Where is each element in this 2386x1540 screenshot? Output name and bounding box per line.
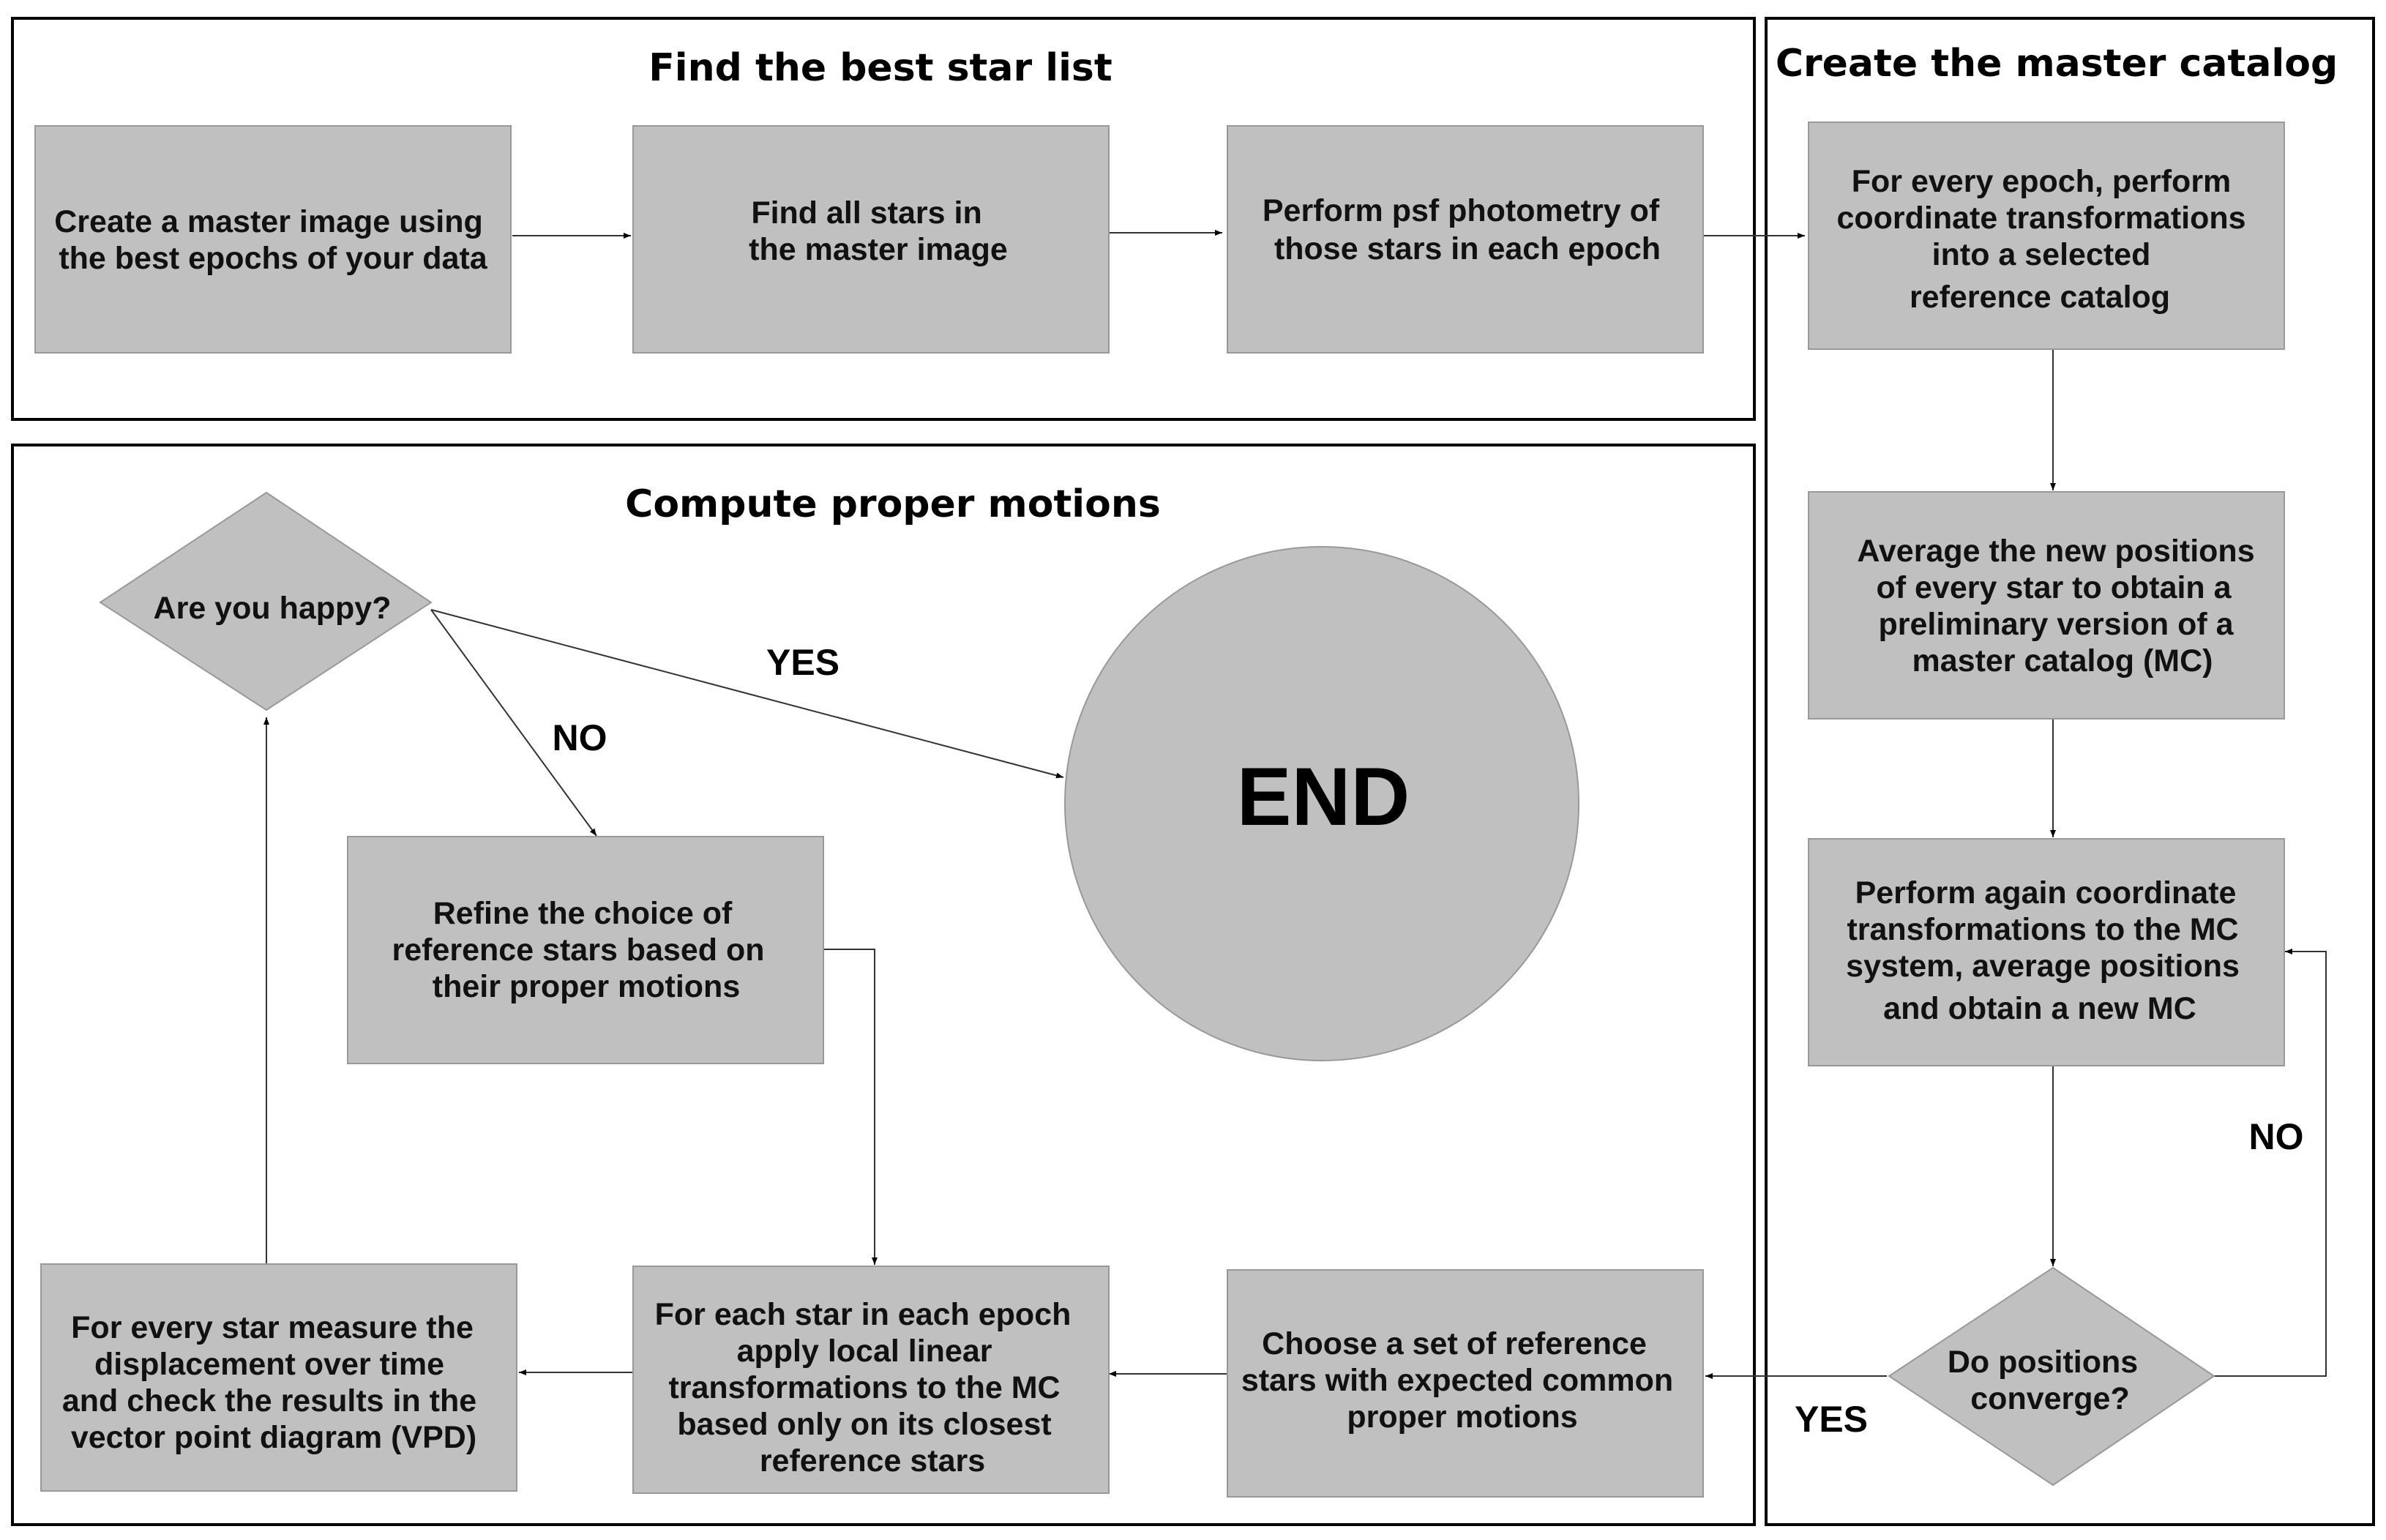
section-master-catalog: Create the master catalog — [1765, 17, 2375, 1526]
step-perform-again-line: system, average positions — [1846, 949, 2240, 984]
step-local-linear-line: based only on its closest — [677, 1407, 1051, 1442]
decision-happy: Are you happy? — [99, 491, 433, 711]
decision-happy-text: Are you happy? — [154, 591, 392, 626]
step-find-stars-line: Find all stars in — [751, 195, 981, 231]
step-average-positions-box — [1808, 491, 2285, 719]
step-find-stars-text: Find all stars in the master image — [749, 195, 1008, 267]
arrow-converge-no-loop — [2214, 949, 2327, 1377]
step-master-image-line: the best epochs of your data — [59, 241, 487, 276]
section-proper-motions: Compute proper motions — [11, 444, 1756, 1526]
arrow-happy-yes-to-end — [430, 609, 1064, 779]
arrow-refine-to-local-linear — [822, 949, 878, 1265]
step-choose-reference-line: stars with expected common — [1241, 1363, 1673, 1398]
step-coord-transform-line: reference catalog — [1910, 280, 2170, 315]
section-frame-proper-motions — [11, 444, 1756, 1526]
step-average-positions-line: master catalog (MC) — [1912, 643, 2213, 679]
step-perform-again-line: and obtain a new MC — [1883, 991, 2196, 1026]
section-frame-master-catalog — [1765, 17, 2375, 1526]
section-frame-best-star-list — [11, 17, 1756, 421]
step-average-positions-line: Average the new positions — [1857, 534, 2254, 569]
step-coord-transform-box — [1808, 122, 2285, 350]
step-choose-reference: Choose a set of reference stars with exp… — [1227, 1269, 1704, 1498]
edge-label-happy-yes: YES — [766, 642, 839, 683]
step-refine-reference-line: their proper motions — [433, 969, 740, 1004]
decision-converge-line: Do positions — [1948, 1345, 2138, 1380]
step-coord-transform-text: For every epoch, perform coordinate tran… — [1836, 164, 2254, 315]
step-coord-transform-line: coordinate transformations — [1836, 201, 2245, 236]
end-terminal: END — [1064, 546, 1579, 1061]
step-choose-reference-text: Choose a set of reference stars with exp… — [1241, 1326, 1682, 1435]
step-master-image-box — [34, 125, 512, 354]
decision-happy-line: Are you happy? — [154, 591, 392, 626]
step-measure-displacement-text: For every star measure the displacement … — [62, 1310, 485, 1455]
step-perform-again-text: Perform again coordinate transformations… — [1846, 875, 2248, 1026]
connectors — [263, 230, 2327, 1379]
section-best-star-list: Find the best star list — [11, 17, 1756, 421]
step-perform-again-line: Perform again coordinate — [1855, 875, 2237, 911]
step-psf-photometry-line: Perform psf photometry of — [1263, 193, 1660, 228]
step-master-image-text: Create a master image using the best epo… — [54, 204, 491, 276]
step-measure-displacement-line: For every star measure the — [71, 1310, 474, 1345]
section-title-master-catalog: Create the master catalog — [1776, 42, 2338, 86]
step-refine-reference: Refine the choice of reference stars bas… — [347, 836, 824, 1064]
step-coord-transform-line: into a selected — [1932, 237, 2151, 272]
step-coord-transform-line: For every epoch, perform — [1852, 164, 2232, 199]
edge-label-converge-no: NO — [2249, 1116, 2304, 1157]
edge-label-converge-yes: YES — [1795, 1399, 1868, 1440]
step-measure-displacement-line: displacement over time — [94, 1347, 444, 1382]
step-local-linear-text: For each star in each epoch apply local … — [655, 1297, 1080, 1479]
step-local-linear-line: reference stars — [760, 1443, 985, 1479]
step-average-positions-text: Average the new positions of every star … — [1857, 534, 2263, 679]
decision-happy-diamond — [99, 491, 433, 711]
decision-converge-diamond — [1888, 1266, 2215, 1487]
step-perform-again: Perform again coordinate transformations… — [1808, 838, 2285, 1066]
step-master-image: Create a master image using the best epo… — [34, 125, 512, 354]
step-refine-reference-line: Refine the choice of — [433, 896, 733, 931]
step-psf-photometry: Perform psf photometry of those stars in… — [1227, 125, 1704, 354]
section-title-proper-motions: Compute proper motions — [625, 482, 1161, 526]
step-average-positions-line: preliminary version of a — [1878, 607, 2234, 642]
step-refine-reference-text: Refine the choice of reference stars bas… — [392, 896, 773, 1004]
decision-converge-line: converge? — [1970, 1381, 2129, 1416]
decision-converge: Do positions converge? — [1888, 1266, 2215, 1487]
step-measure-displacement-line: and check the results in the — [62, 1383, 476, 1418]
step-choose-reference-box — [1227, 1269, 1704, 1498]
step-local-linear-line: For each star in each epoch — [655, 1297, 1072, 1332]
edge-label-happy-no: NO — [553, 717, 607, 758]
decision-converge-text: Do positions converge? — [1948, 1345, 2147, 1416]
step-local-linear-line: apply local linear — [737, 1334, 992, 1369]
step-local-linear-box — [632, 1266, 1110, 1494]
step-choose-reference-line: proper motions — [1347, 1399, 1577, 1435]
step-perform-again-line: transformations to the MC — [1847, 912, 2238, 947]
arrow-happy-no-to-refine — [430, 609, 597, 837]
step-measure-displacement-line: vector point diagram (VPD) — [71, 1420, 476, 1455]
step-psf-photometry-box — [1227, 125, 1704, 354]
step-coord-transform: For every epoch, perform coordinate tran… — [1808, 122, 2285, 350]
step-refine-reference-box — [347, 836, 824, 1064]
step-psf-photometry-text: Perform psf photometry of those stars in… — [1263, 193, 1668, 266]
end-label: END — [1237, 751, 1410, 842]
step-average-positions: Average the new positions of every star … — [1808, 491, 2285, 719]
step-measure-displacement: For every star measure the displacement … — [40, 1263, 517, 1492]
step-refine-reference-line: reference stars based on — [392, 932, 764, 968]
step-psf-photometry-line: those stars in each epoch — [1274, 231, 1661, 266]
step-perform-again-box — [1808, 838, 2285, 1066]
step-measure-displacement-box — [40, 1263, 517, 1492]
step-local-linear: For each star in each epoch apply local … — [632, 1266, 1110, 1494]
step-average-positions-line: of every star to obtain a — [1876, 570, 2232, 605]
step-choose-reference-line: Choose a set of reference — [1262, 1326, 1647, 1361]
end-circle — [1064, 546, 1579, 1061]
step-find-stars: Find all stars in the master image — [632, 125, 1110, 354]
step-find-stars-line: the master image — [749, 232, 1008, 267]
step-master-image-line: Create a master image using — [54, 204, 483, 239]
step-local-linear-line: transformations to the MC — [668, 1370, 1060, 1405]
step-find-stars-box — [632, 125, 1110, 354]
section-title-best-star-list: Find the best star list — [648, 46, 1112, 90]
